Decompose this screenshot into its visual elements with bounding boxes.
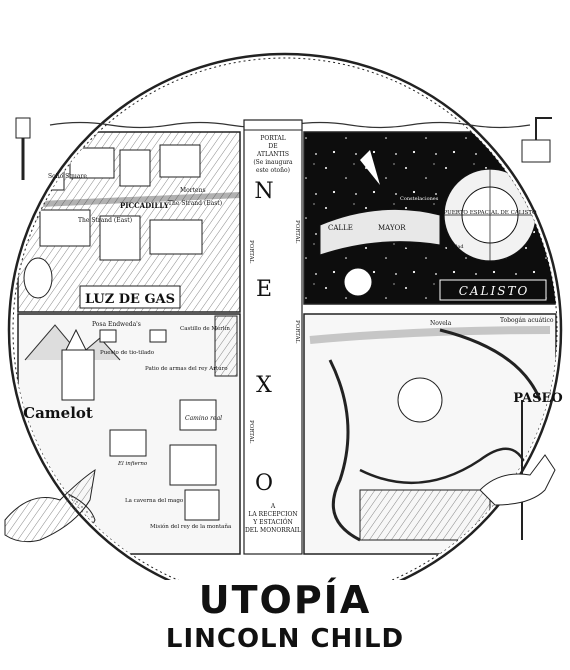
svg-text:este otoño): este otoño) <box>256 167 290 174</box>
label-strand-west: The Strand (East) <box>78 217 132 224</box>
label-caverna-mago: La caverna del mago <box>125 498 184 504</box>
svg-text:LA RECEPCION: LA RECEPCION <box>248 511 297 518</box>
region-gaslight <box>17 131 241 313</box>
label-mayor: MAYOR <box>378 224 406 232</box>
portal-side-label-boardwalk: PORTAL <box>294 320 300 344</box>
book-title: UTOPÍA <box>198 578 372 622</box>
lamppost-icon <box>15 117 31 180</box>
svg-text:Y ESTACIÓN: Y ESTACIÓN <box>252 518 293 526</box>
map-illustration: LUZ DE GAS CALISTO Camelot PASEO Soho Sq… <box>4 52 563 580</box>
svg-text:(Se inaugura: (Se inaugura <box>253 159 293 166</box>
region-callisto <box>303 131 557 305</box>
label-paseo: PASEO <box>513 391 563 406</box>
nexus-letter-n: N <box>254 179 273 204</box>
label-novela: Novela <box>430 320 452 327</box>
nexus-letter-o: O <box>255 471 273 496</box>
label-tobogan: Tobogán acuático <box>500 317 554 324</box>
dragon-icon <box>4 468 96 543</box>
label-puesto: Puesto de tio-tilado <box>100 350 155 356</box>
label-infierno: El infierno <box>117 461 148 467</box>
portal-reception-label: A LA RECEPCION Y ESTACIÓN DEL MONORRAIL <box>245 503 301 534</box>
label-calle: CALLE <box>328 224 353 232</box>
label-patio-armas: Patio de armas del rey Arturo <box>145 366 228 372</box>
nexus-letter-e: E <box>256 277 272 302</box>
label-piccadilly: PICCADILLY <box>120 201 170 210</box>
label-puerto-espacial: PUERTO ESPACIAL DE CALISTO <box>443 210 537 216</box>
label-castillo-merlin: Castillo de Merlín <box>180 325 230 332</box>
label-camelot: Camelot <box>23 404 93 422</box>
svg-text:PORTAL: PORTAL <box>260 135 285 142</box>
label-strand-east: The Strand (East) <box>168 200 222 207</box>
svg-text:DE: DE <box>268 143 277 150</box>
label-posa-endwedas: Posa Endweda's <box>92 321 141 328</box>
label-luz-de-gas: LUZ DE GAS <box>85 292 175 307</box>
carousel-horse-icon <box>479 400 556 540</box>
label-tranquilidad: Hacer de la Tranquilidad <box>400 244 464 250</box>
label-calisto: CALISTO <box>459 284 530 298</box>
label-mision-rey: Misión del rey de la montaña <box>150 523 232 530</box>
region-boardwalk <box>303 313 557 555</box>
water-pump-icon <box>521 117 552 163</box>
label-constelaciones: Constelaciones <box>400 196 439 202</box>
book-author: LINCOLN CHILD <box>165 624 405 654</box>
svg-text:ATLANTIS: ATLANTIS <box>256 151 289 158</box>
label-mortens: Mortens <box>180 187 206 194</box>
svg-text:A: A <box>270 503 276 510</box>
nexus-letter-x: X <box>256 373 272 398</box>
label-camino-real: Camino real <box>185 415 222 422</box>
label-soho-square: Soho Square <box>48 173 87 180</box>
portal-side-label-gaslight: PORTAL <box>248 240 254 264</box>
portal-side-label-camelot: PORTAL <box>248 420 254 444</box>
portal-side-label-callisto: PORTAL <box>294 220 300 244</box>
map-border <box>7 52 563 580</box>
nexus-avenue <box>243 119 303 555</box>
portal-atlantis-label: PORTAL DE ATLANTIS (Se inaugura este oto… <box>253 135 293 174</box>
svg-text:DEL MONORRAIL: DEL MONORRAIL <box>245 527 301 534</box>
